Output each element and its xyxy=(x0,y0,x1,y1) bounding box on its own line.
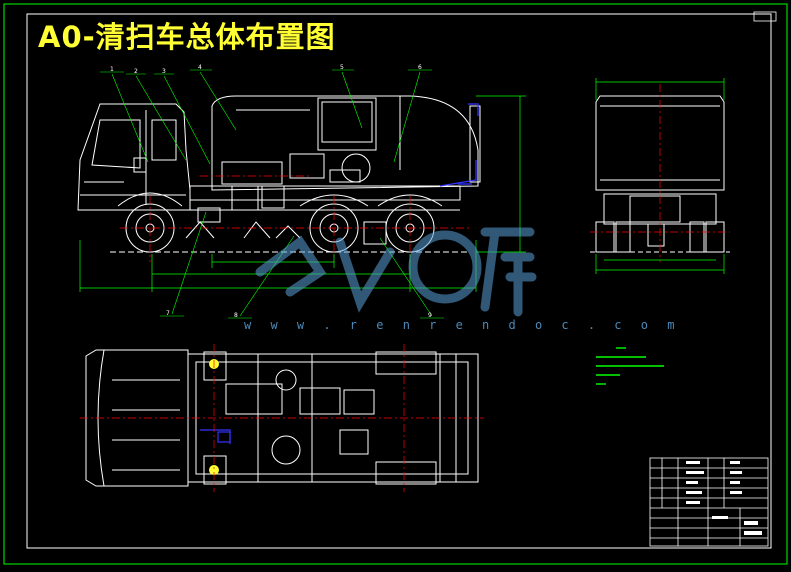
top-wheel-front-right xyxy=(203,455,227,485)
fan-housing xyxy=(289,153,325,179)
valve-block xyxy=(261,185,285,209)
suction-nozzle xyxy=(363,221,387,245)
rear-dimensions xyxy=(595,78,725,274)
top-water-tank xyxy=(271,435,301,465)
hydraulic-pipe-top xyxy=(468,103,479,116)
top-centerline xyxy=(80,344,484,492)
hydraulic-lines xyxy=(439,103,479,187)
callout-6: 6 xyxy=(418,64,422,71)
callout-4: 4 xyxy=(198,64,202,71)
rear-nozzle xyxy=(647,223,665,247)
fan-wheel xyxy=(341,153,371,183)
top-aux-engine xyxy=(225,383,283,415)
rear-hinge xyxy=(469,105,481,183)
gearbox xyxy=(329,169,361,183)
top-view xyxy=(85,349,479,487)
callout-1: 1 xyxy=(110,66,114,73)
hydraulic-pipe-rear xyxy=(439,160,477,187)
rear-wheel-left-outer xyxy=(595,221,615,253)
cab-door-window xyxy=(151,119,177,161)
rear-centerlines xyxy=(590,84,730,262)
top-wheel-front-left xyxy=(203,351,227,381)
callout-8: 8 xyxy=(234,312,238,319)
top-hydraulic xyxy=(200,429,231,444)
outer-border xyxy=(3,3,788,565)
rear-subframe xyxy=(629,195,681,223)
corner-mark xyxy=(753,11,777,22)
technical-notes xyxy=(596,347,664,385)
top-gearbox xyxy=(299,387,341,415)
callout-leaders xyxy=(100,69,444,319)
inner-border xyxy=(26,13,772,549)
top-wheel-rear-right xyxy=(375,461,437,485)
rear-fender xyxy=(377,194,443,207)
drawing-title: A0-清扫车总体布置图 xyxy=(38,20,336,54)
callout-2: 2 xyxy=(134,68,138,75)
tank-door xyxy=(321,101,373,143)
top-pump xyxy=(339,429,369,455)
rear-wheel-right-inner xyxy=(689,221,705,253)
top-cab xyxy=(85,349,189,487)
centerlines xyxy=(120,175,472,262)
callout-3: 3 xyxy=(162,68,166,75)
top-fan xyxy=(343,389,375,415)
mirror xyxy=(133,157,147,173)
mid-fender xyxy=(299,194,369,207)
aux-engine xyxy=(221,161,283,185)
title-block xyxy=(649,457,769,547)
watermark-logo xyxy=(255,227,537,317)
side-brush-center xyxy=(243,221,271,239)
cab-window xyxy=(91,119,141,169)
callout-5: 5 xyxy=(340,64,344,71)
callout-7: 7 xyxy=(166,310,170,317)
brush-arm xyxy=(197,207,221,223)
top-wheel-rear-left xyxy=(375,351,437,375)
tank-hopper xyxy=(317,97,377,151)
watermark-url: w w w . r e n r e n d o c . c o m xyxy=(244,318,681,332)
front-fender xyxy=(117,192,183,207)
chassis-frame xyxy=(189,185,461,201)
tank-body xyxy=(211,95,479,191)
title-block-text xyxy=(686,461,762,535)
callout-9: 9 xyxy=(428,312,432,319)
rear-wheel-right-outer xyxy=(705,221,725,253)
rear-body xyxy=(595,95,725,191)
rear-wheel-left-inner xyxy=(615,221,631,253)
side-brush-right xyxy=(275,225,301,239)
water-pump xyxy=(231,185,259,211)
